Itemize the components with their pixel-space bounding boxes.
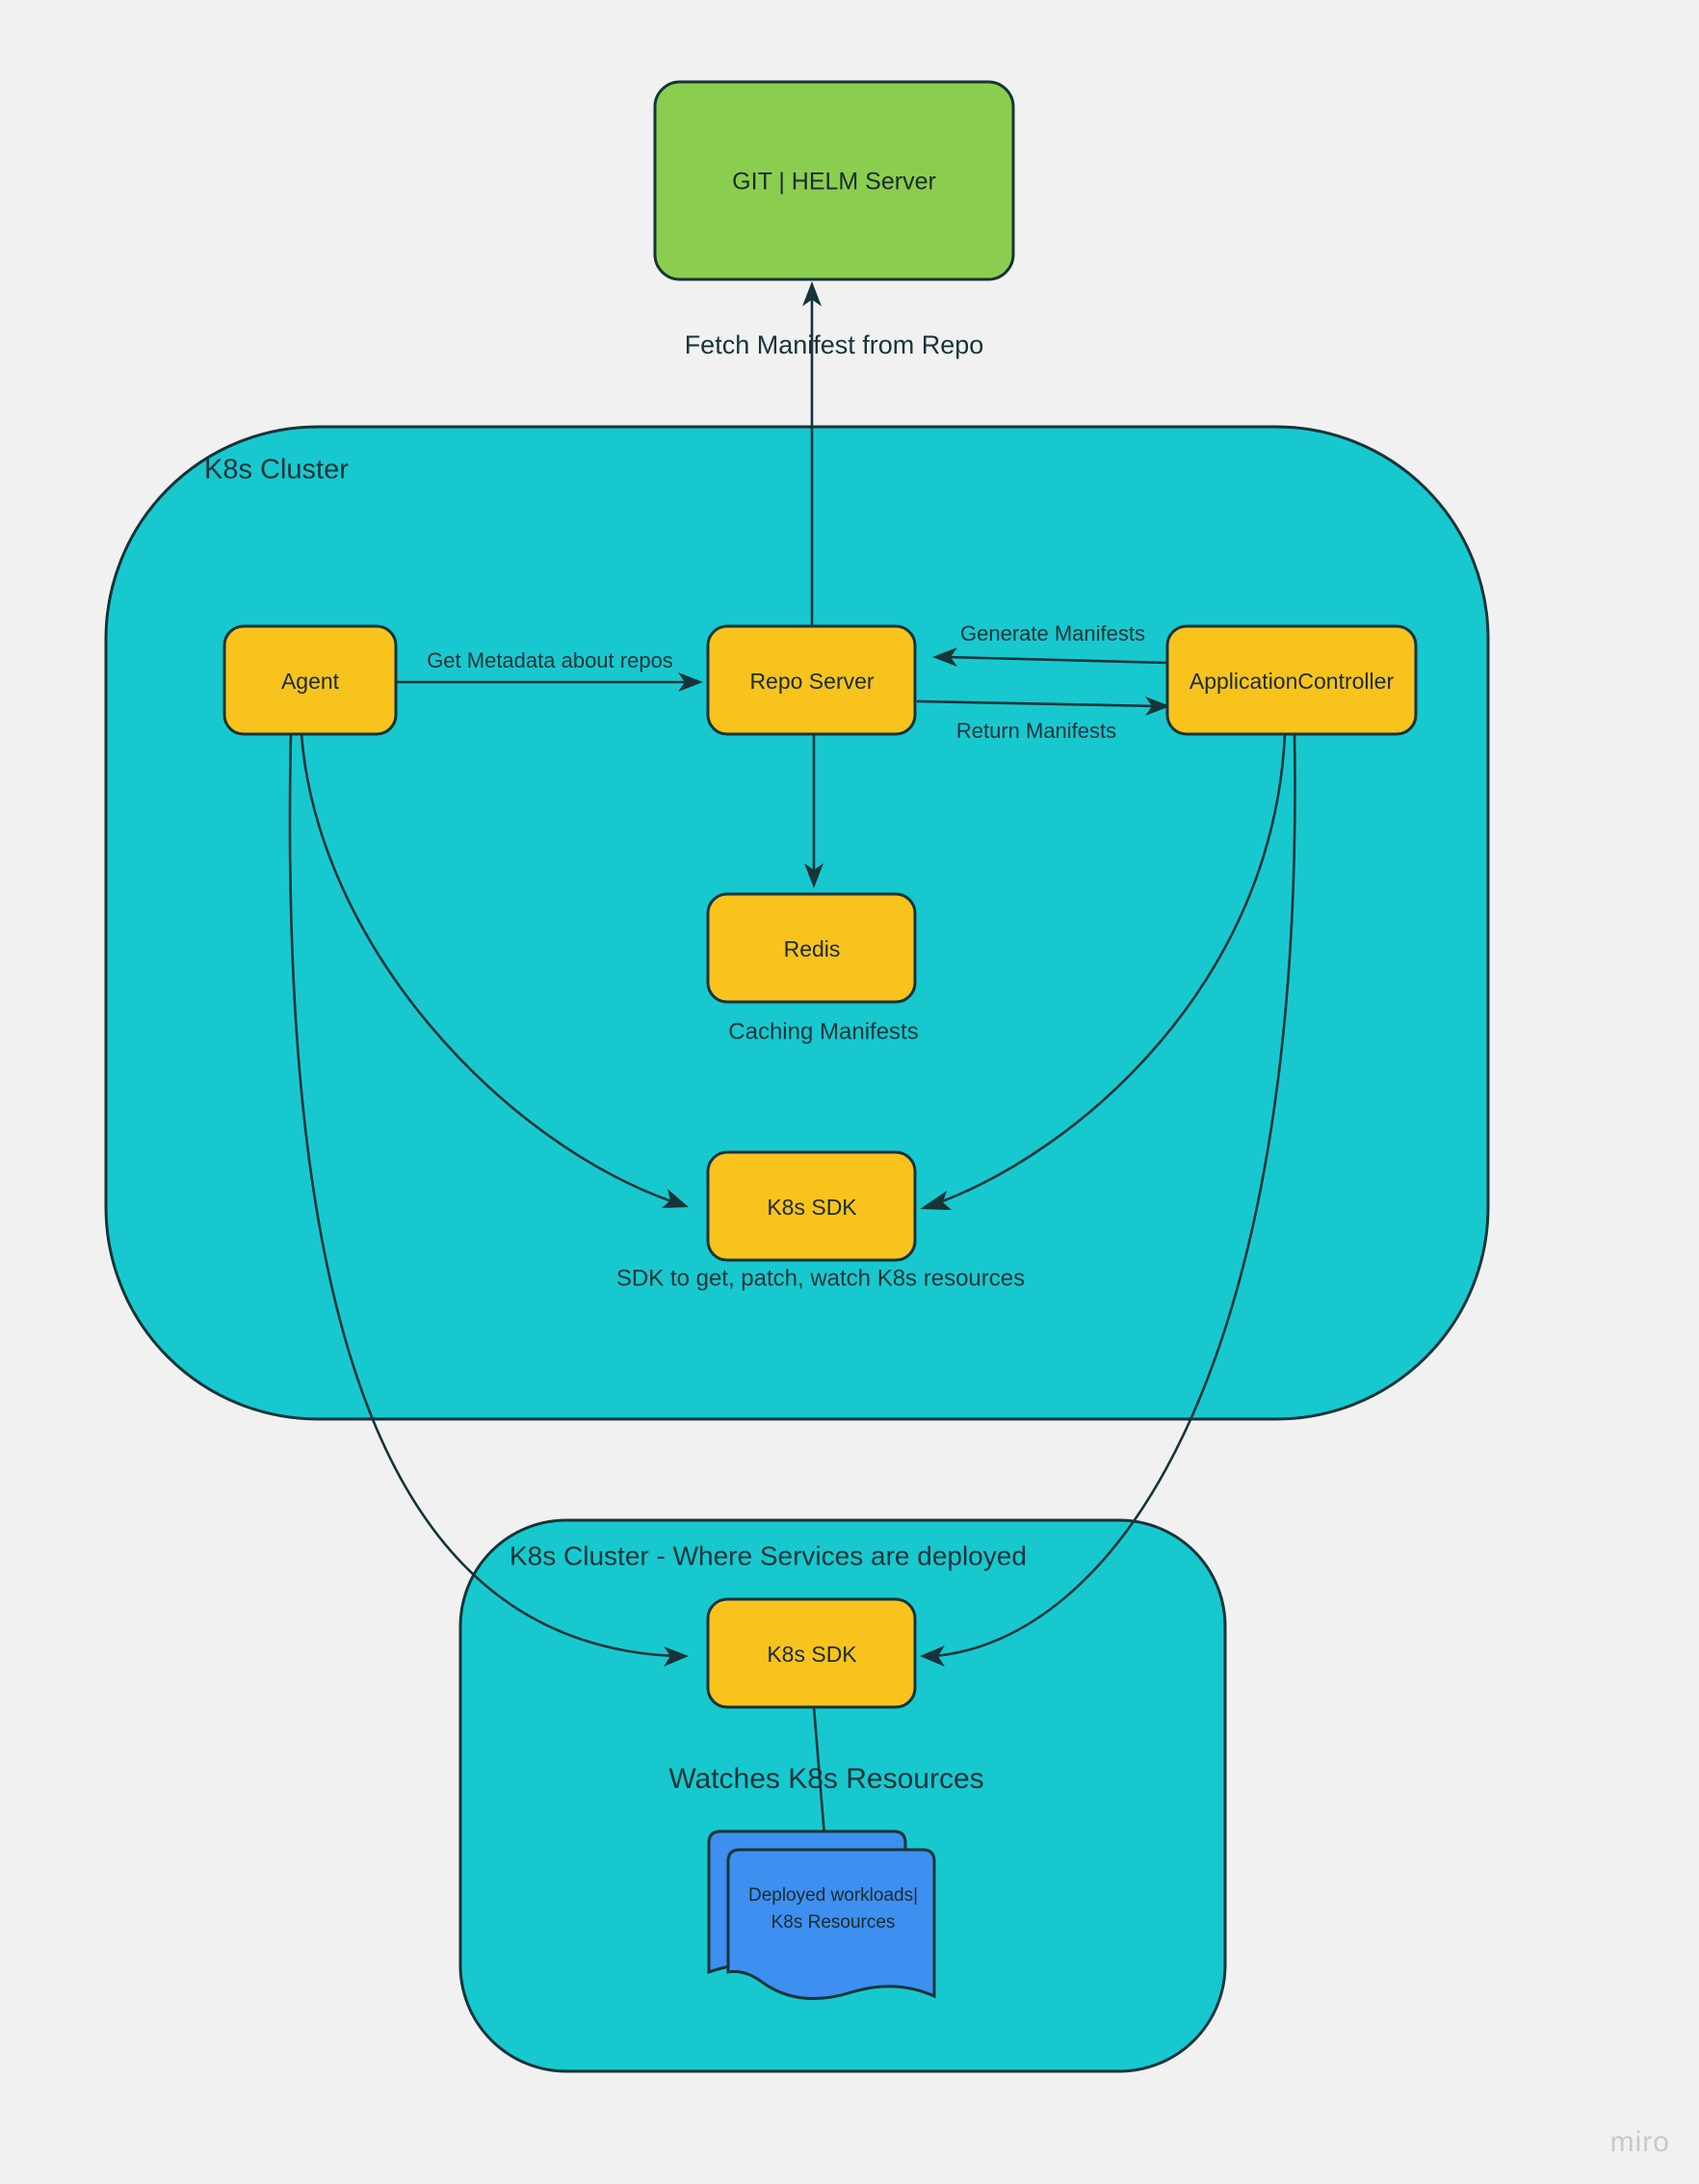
- git-helm-server-shape[interactable]: [653, 80, 1015, 281]
- k8s-sdk-services-shape[interactable]: [706, 1597, 917, 1709]
- generate-manifests-line: [945, 655, 1168, 665]
- edge-generate-manifests: [932, 647, 1168, 667]
- node-agent[interactable]: Agent: [222, 624, 398, 736]
- edge-get-metadata: [397, 672, 703, 692]
- k8s-sdk-main-label: K8s SDK: [767, 1195, 857, 1220]
- redis-label: Redis: [784, 936, 841, 961]
- application-controller-to-services-k8s-sdk-line: [933, 733, 1296, 1658]
- container-k8s-cluster-services[interactable]: K8s Cluster - Where Services are deploye…: [458, 1518, 1227, 2073]
- node-redis[interactable]: Redis: [706, 892, 917, 1004]
- caching-manifests-caption: Caching Manifests: [728, 1018, 918, 1044]
- sdk-description-caption: SDK to get, patch, watch K8s resources: [616, 1265, 1025, 1291]
- agent-to-k8s-sdk-arrowhead: [662, 1189, 689, 1208]
- application-controller-label: ApplicationController: [1189, 669, 1395, 694]
- application-controller-to-services-k8s-sdk-arrowhead: [920, 1645, 945, 1667]
- edge-application-controller-to-k8s-sdk: [920, 733, 1287, 1210]
- node-k8s-sdk-services[interactable]: K8s SDK: [706, 1597, 917, 1709]
- k8s-sdk-services-label: K8s SDK: [767, 1642, 857, 1667]
- agent-shape[interactable]: [222, 624, 398, 736]
- deployed-workloads-label-line2: K8s Resources: [771, 1912, 896, 1933]
- get-metadata-label: Get Metadata about repos: [427, 648, 673, 672]
- agent-to-services-k8s-sdk-arrowhead: [664, 1646, 689, 1667]
- deployed-workloads-label-line1: Deployed workloads|: [748, 1885, 918, 1906]
- generate-manifests-label: Generate Manifests: [960, 621, 1145, 645]
- fetch-manifest-arrowhead: [802, 281, 822, 306]
- application-controller-to-k8s-sdk-arrowhead: [920, 1191, 952, 1210]
- agent-to-k8s-sdk-line: [300, 733, 675, 1204]
- edge-agent-to-services-k8s-sdk: [288, 733, 689, 1667]
- return-manifests-line: [916, 699, 1158, 708]
- fetch-manifest-label: Fetch Manifest from Repo: [685, 330, 984, 359]
- application-controller-shape[interactable]: [1165, 624, 1418, 736]
- edge-agent-to-k8s-sdk: [300, 733, 689, 1208]
- node-deployed-workloads[interactable]: Deployed workloads| K8s Resources: [707, 1829, 936, 2001]
- repo-server-to-redis-arrowhead: [804, 863, 823, 888]
- generate-manifests-arrowhead: [932, 647, 957, 667]
- node-application-controller[interactable]: ApplicationController: [1165, 624, 1418, 736]
- git-helm-server-label: GIT | HELM Server: [732, 169, 936, 196]
- repo-server-shape[interactable]: [706, 624, 917, 736]
- redis-shape[interactable]: [706, 892, 917, 1004]
- node-git-helm-server[interactable]: GIT | HELM Server: [653, 80, 1015, 281]
- edge-fetch-manifest: [802, 281, 822, 626]
- edge-application-controller-to-services-k8s-sdk: [920, 733, 1296, 1667]
- edge-return-manifests: [916, 697, 1170, 716]
- application-controller-to-k8s-sdk-line: [933, 733, 1287, 1206]
- get-metadata-arrowhead: [678, 672, 703, 692]
- watches-k8s-resources-caption: Watches K8s Resources: [668, 1763, 983, 1795]
- agent-label: Agent: [281, 669, 340, 694]
- k8s-cluster-services-shape[interactable]: [458, 1518, 1227, 2073]
- k8s-cluster-services-label: K8s Cluster - Where Services are deploye…: [510, 1540, 1027, 1570]
- node-k8s-sdk-main[interactable]: K8s SDK: [706, 1150, 917, 1262]
- agent-to-services-k8s-sdk-line: [288, 733, 675, 1658]
- return-manifests-label: Return Manifests: [956, 719, 1116, 743]
- k8s-sdk-to-workloads-line: [812, 1706, 827, 1849]
- miro-watermark: miro: [1609, 2126, 1670, 2158]
- node-repo-server[interactable]: Repo Server: [706, 624, 917, 736]
- repo-server-label: Repo Server: [749, 669, 874, 694]
- k8s-cluster-main-label: K8s Cluster: [204, 455, 349, 486]
- k8s-sdk-main-shape[interactable]: [706, 1150, 917, 1262]
- deployed-workloads-front-sheet[interactable]: [726, 1848, 936, 2001]
- return-manifests-arrowhead: [1145, 697, 1170, 716]
- edge-repo-server-to-redis: [804, 734, 823, 888]
